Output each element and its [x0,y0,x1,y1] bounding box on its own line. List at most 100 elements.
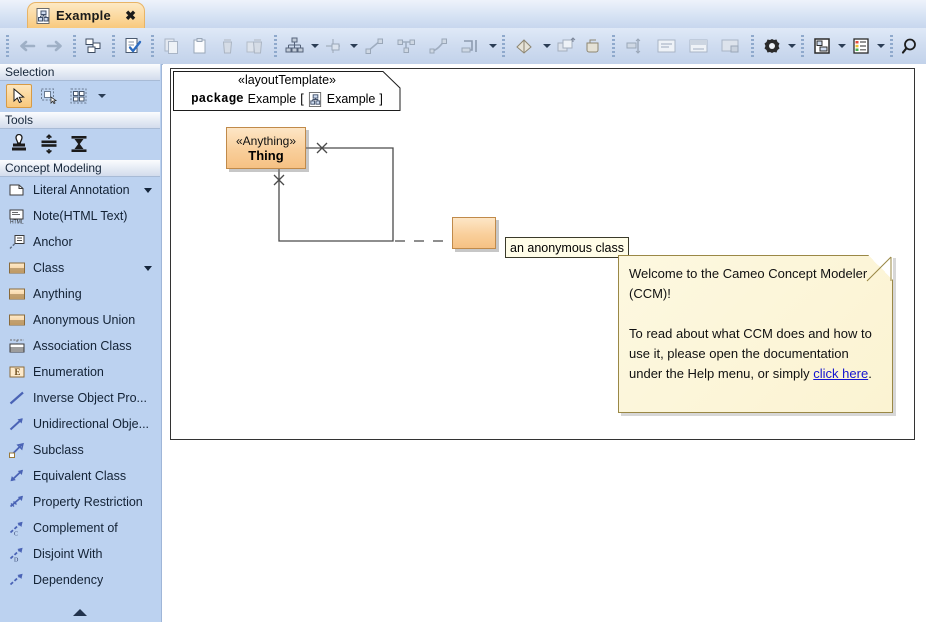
distribute-tool[interactable] [66,132,92,156]
palette-item-class[interactable]: Class [0,255,161,281]
hierarchy-layout-icon[interactable] [281,32,309,60]
class-stereotype: «Anything» [235,133,297,148]
fill-color-icon[interactable] [509,32,541,60]
palette-item-association-class[interactable]: Association Class [0,333,161,359]
search-icon[interactable] [897,32,925,60]
panels-dropdown[interactable] [836,34,847,58]
multi-select-tool[interactable] [66,84,92,108]
anonymous-union-icon [8,311,26,329]
align-icon[interactable] [619,32,651,60]
align-vertical-tool[interactable] [36,132,62,156]
complement-of-icon: C [8,519,26,537]
palette-item-label: Complement of [33,521,118,535]
note-paragraph-2-text: To read about what CCM does and how to u… [629,326,872,381]
svg-text:E: E [15,367,21,377]
stamp-tool[interactable] [6,132,32,156]
anonymous-class-label: an anonymous class [505,237,629,258]
palette-item-anonymous-union[interactable]: Anonymous Union [0,307,161,333]
legend-dropdown[interactable] [875,34,886,58]
forward-icon[interactable] [41,32,69,60]
hierarchy-layout-dropdown[interactable] [309,34,320,58]
paste-icon[interactable] [186,32,214,60]
note-paragraph-1: Welcome to the Cameo Concept Modeler (CC… [629,266,868,301]
palette-item-enumeration[interactable]: E Enumeration [0,359,161,385]
options-dropdown[interactable] [786,34,797,58]
class-thing[interactable]: «Anything» Thing [226,127,306,169]
image-icon[interactable] [683,32,715,60]
copy-icon[interactable] [158,32,186,60]
toolbar-group-layout [281,29,498,63]
palette-item-label: Enumeration [33,365,104,379]
palette-item-literal-annotation[interactable]: Literal Annotation [0,177,161,203]
format-painter-icon[interactable] [580,32,608,60]
close-icon[interactable]: ✖ [125,7,136,23]
gear-icon[interactable] [758,32,786,60]
palette-item-unidirectional-object-property[interactable]: Unidirectional Obje... [0,411,161,437]
palette-item-property-restriction[interactable]: Property Restriction [0,489,161,515]
palette-item-anything[interactable]: Anything [0,281,161,307]
delete-all-icon[interactable] [242,32,270,60]
welcome-note[interactable]: Welcome to the Cameo Concept Modeler (CC… [618,255,893,413]
legend-icon[interactable] [847,32,875,60]
anonymous-class-shape[interactable] [452,217,496,249]
toolbar-group-clipboard [158,29,270,63]
validate-icon[interactable] [119,32,147,60]
property-restriction-icon [8,493,26,511]
anything-icon [8,285,26,303]
orthogonal-layout-icon[interactable] [320,32,348,60]
fill-color-dropdown[interactable] [541,34,552,58]
note-paragraph-2: To read about what CCM does and how to u… [629,324,882,384]
delete-icon[interactable] [214,32,242,60]
orthogonal-layout-dropdown[interactable] [348,34,359,58]
palette-item-note-html-text[interactable]: HTML Note(HTML Text) [0,203,161,229]
toolbar-separator [6,35,9,57]
diagram-canvas[interactable]: «layoutTemplate» package Example [ [170,68,915,440]
marquee-select-tool[interactable] [36,84,62,108]
resize-icon[interactable] [715,32,747,60]
tree-line-icon[interactable] [391,32,423,60]
chevron-down-icon[interactable] [144,187,152,193]
package-diagram-name: Example [326,92,376,106]
click-here-link[interactable]: click here [813,366,869,381]
disjoint-with-icon: D [8,545,26,563]
path-style-dropdown[interactable] [487,34,498,58]
dependency-icon [8,571,26,589]
palette-item-label: Literal Annotation [33,183,130,197]
selection-dropdown[interactable] [96,84,107,108]
enumeration-icon: E [8,363,26,381]
palette-item-anchor[interactable]: Anchor [0,229,161,255]
back-icon[interactable] [13,32,41,60]
svg-text:D: D [14,558,19,563]
chevron-down-icon[interactable] [144,265,152,271]
diagram-icon [36,7,51,24]
palette-item-label: Anonymous Union [33,313,136,327]
panels-icon[interactable] [808,32,836,60]
bring-to-front-icon[interactable] [552,32,580,60]
rectilinear-line-icon[interactable] [455,32,487,60]
diagonal-line-icon[interactable] [359,32,391,60]
palette-item-equivalent-class[interactable]: Equivalent Class [0,463,161,489]
unidirectional-object-property-icon [8,415,26,433]
containment-tree-icon[interactable] [80,32,108,60]
tab-example[interactable]: Example ✖ [27,2,145,28]
toolbar-group-align [619,29,747,63]
note-html-icon: HTML [8,207,26,225]
palette-item-disjoint-with[interactable]: D Disjoint With [0,541,161,567]
collapse-arrow-icon[interactable] [0,609,160,616]
package-stereotype: «layoutTemplate» [238,73,336,87]
palette-item-dependency[interactable]: Dependency [0,567,161,593]
palette-item-label: Association Class [33,339,132,353]
svg-text:C: C [14,532,18,537]
palette-item-label: Subclass [33,443,84,457]
toolbar-separator [112,35,115,57]
palette-item-inverse-object-property[interactable]: Inverse Object Pro... [0,385,161,411]
cursor-tool[interactable] [6,84,32,108]
fit-text-icon[interactable] [651,32,683,60]
tools-group [0,129,161,160]
bezier-line-icon[interactable] [423,32,455,60]
palette-item-subclass[interactable]: Subclass [0,437,161,463]
palette-item-complement-of[interactable]: C Complement of [0,515,161,541]
toolbar-group-options [758,29,797,63]
diagram-canvas-area: «layoutTemplate» package Example [ [163,64,926,622]
palette-item-label: Property Restriction [33,495,143,509]
